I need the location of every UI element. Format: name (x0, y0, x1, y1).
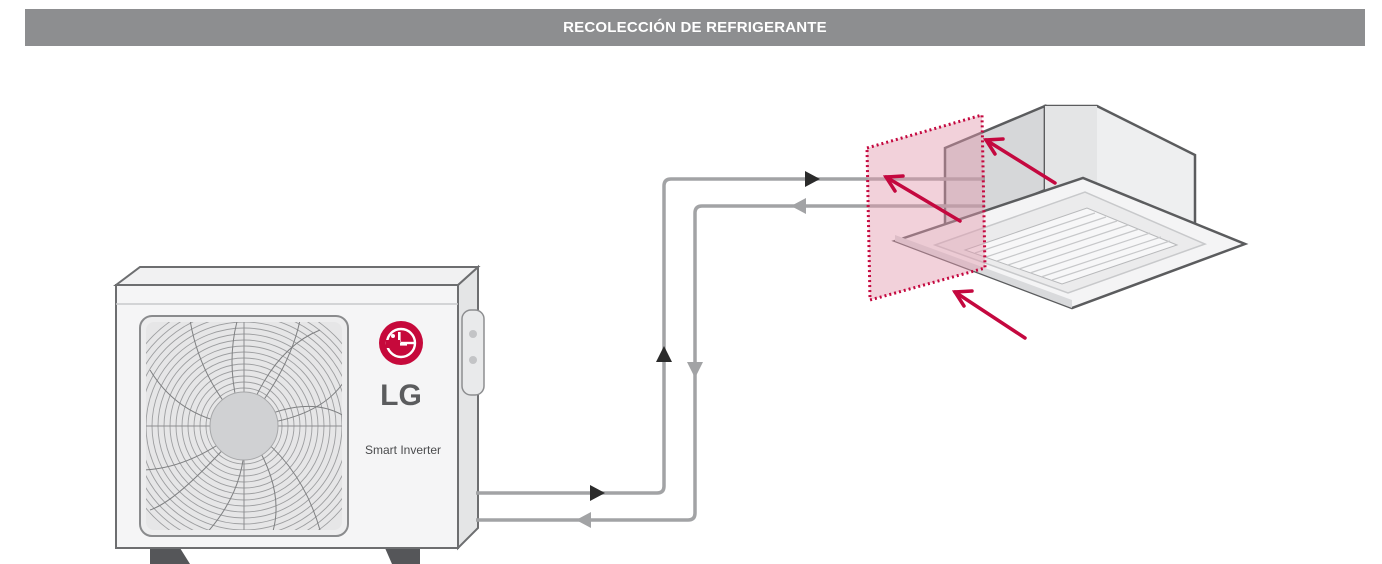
service-valve-cover (461, 309, 485, 396)
cassette-grille-slats (974, 212, 1171, 281)
page-title: RECOLECCIÓN DE REFRIGERANTE (563, 19, 827, 36)
fan-hub (209, 391, 279, 461)
model-label: Smart Inverter (365, 443, 441, 457)
service-valve-port (469, 330, 477, 338)
title-bar: RECOLECCIÓN DE REFRIGERANTE (25, 9, 1365, 46)
outdoor-unit-side (457, 264, 479, 551)
indoor-pipe-stubs (940, 177, 985, 208)
lg-logo-icon (379, 321, 423, 365)
cassette-panel-edge (895, 235, 1072, 308)
flow-arrow-right (590, 485, 605, 501)
supply-pipe (476, 177, 950, 495)
flow-arrow-left (791, 198, 806, 214)
flow-arrow-left (576, 512, 591, 528)
cassette-grille (963, 207, 1179, 285)
flow-arrows (576, 171, 820, 528)
flow-arrow-down (687, 362, 703, 378)
outdoor-unit-top (113, 266, 481, 286)
flow-arrow-up (656, 346, 672, 362)
airflow-arrow (982, 137, 1057, 185)
leak-zone (865, 113, 987, 302)
lg-logo-text: LG (380, 379, 422, 412)
airflow-arrow (882, 174, 962, 223)
indoor-cassette-unit (891, 104, 1249, 310)
fan-grille (146, 322, 342, 530)
outdoor-unit: LG Smart Inverter (113, 264, 485, 564)
outdoor-unit-foot-left (150, 548, 190, 564)
airflow-arrow (951, 289, 1027, 340)
airflow-arrows (882, 137, 1057, 340)
outdoor-unit-foot-right (385, 548, 420, 564)
flow-arrow-right (805, 171, 820, 187)
cassette-body-face (1045, 106, 1097, 190)
service-valve-port (469, 356, 477, 364)
